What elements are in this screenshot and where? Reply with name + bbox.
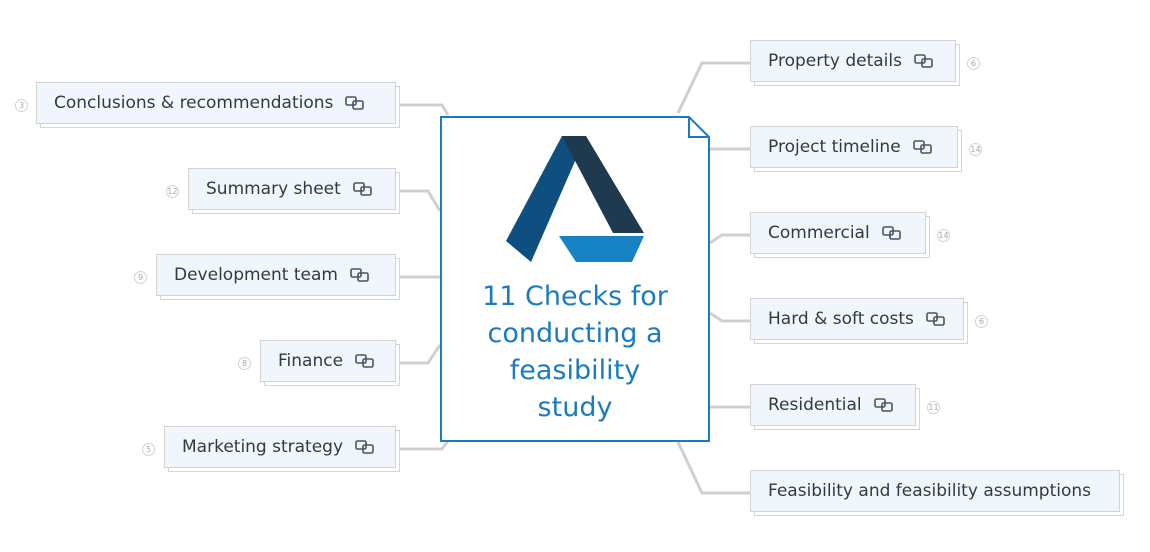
topic-property-details[interactable]: Property details (750, 40, 960, 86)
count-badge: 12 (166, 185, 179, 198)
topic-label: Property details (768, 51, 902, 71)
count-badge: 5 (142, 443, 155, 456)
node-box: Commercial (750, 212, 926, 254)
node-box: Hard & soft costs (750, 298, 964, 340)
count-badge: 9 (134, 271, 147, 284)
node-box: Residential (750, 384, 916, 426)
topic-project-timeline[interactable]: Project timeline (750, 126, 962, 172)
count-badge: 6 (975, 315, 988, 328)
connector-hard-soft-costs (709, 311, 750, 323)
connector-conclusions (396, 103, 450, 116)
topic-label: Commercial (768, 223, 870, 243)
central-topic-frame (440, 116, 710, 442)
node-box: Feasibility and feasibility assumptions (750, 470, 1120, 512)
topic-label: Feasibility and feasibility assumptions (768, 481, 1091, 501)
central-topic-title: 11 Checks for conducting a feasibility s… (482, 281, 668, 423)
node-box: Summary sheet (188, 168, 396, 210)
node-box: Property details (750, 40, 956, 82)
topic-label: Finance (278, 351, 344, 371)
connector-feasibility-assumptions (676, 441, 750, 495)
link-icon[interactable] (926, 312, 946, 326)
node-box: Finance (260, 340, 396, 382)
topic-feasibility-assumptions[interactable]: Feasibility and feasibility assumptions (750, 470, 1124, 516)
topic-label: Residential (768, 395, 862, 415)
topic-residential[interactable]: Residential (750, 384, 920, 430)
link-icon[interactable] (914, 54, 934, 68)
link-icon[interactable] (345, 96, 365, 110)
connector-finance (396, 344, 442, 365)
node-box: Development team (156, 254, 396, 296)
topic-summary-sheet[interactable]: Summary sheet (188, 168, 400, 214)
connector-summary-sheet (396, 189, 442, 212)
node-box: Conclusions & recommendations (36, 82, 396, 124)
link-icon[interactable] (355, 440, 375, 454)
topic-development-team[interactable]: Development team (156, 254, 400, 300)
company-logo-icon (506, 136, 644, 262)
count-badge: 11 (927, 401, 940, 414)
node-box: Marketing strategy (164, 426, 396, 468)
topic-label: Hard & soft costs (768, 309, 914, 329)
topic-hard-soft-costs[interactable]: Hard & soft costs (750, 298, 968, 344)
topic-conclusions-recommendations[interactable]: Conclusions & recommendations (36, 82, 400, 128)
link-icon[interactable] (912, 140, 933, 154)
topic-commercial[interactable]: Commercial (750, 212, 930, 258)
connector-marketing-strategy (396, 440, 450, 451)
node-box: Project timeline (750, 126, 958, 168)
link-icon[interactable] (352, 182, 373, 196)
connector-property-details (676, 61, 750, 114)
connector-commercial (709, 233, 750, 245)
count-badge: 3 (15, 99, 28, 112)
topic-marketing-strategy[interactable]: Marketing strategy (164, 426, 400, 472)
count-badge: 8 (238, 357, 251, 370)
topic-label: Development team (174, 265, 338, 285)
topic-label: Project timeline (768, 137, 901, 157)
topic-label: Summary sheet (206, 179, 341, 199)
central-topic[interactable]: 11 Checks for conducting a feasibility s… (440, 116, 710, 442)
count-badge: 14 (969, 143, 982, 156)
link-icon[interactable] (881, 226, 902, 240)
count-badge: 14 (937, 229, 950, 242)
topic-label: Conclusions & recommendations (54, 93, 334, 113)
link-icon[interactable] (355, 354, 375, 368)
count-badge: 6 (967, 57, 980, 70)
topic-label: Marketing strategy (182, 437, 344, 457)
topic-finance[interactable]: Finance (260, 340, 400, 386)
link-icon[interactable] (873, 398, 894, 412)
link-icon[interactable] (350, 268, 370, 282)
